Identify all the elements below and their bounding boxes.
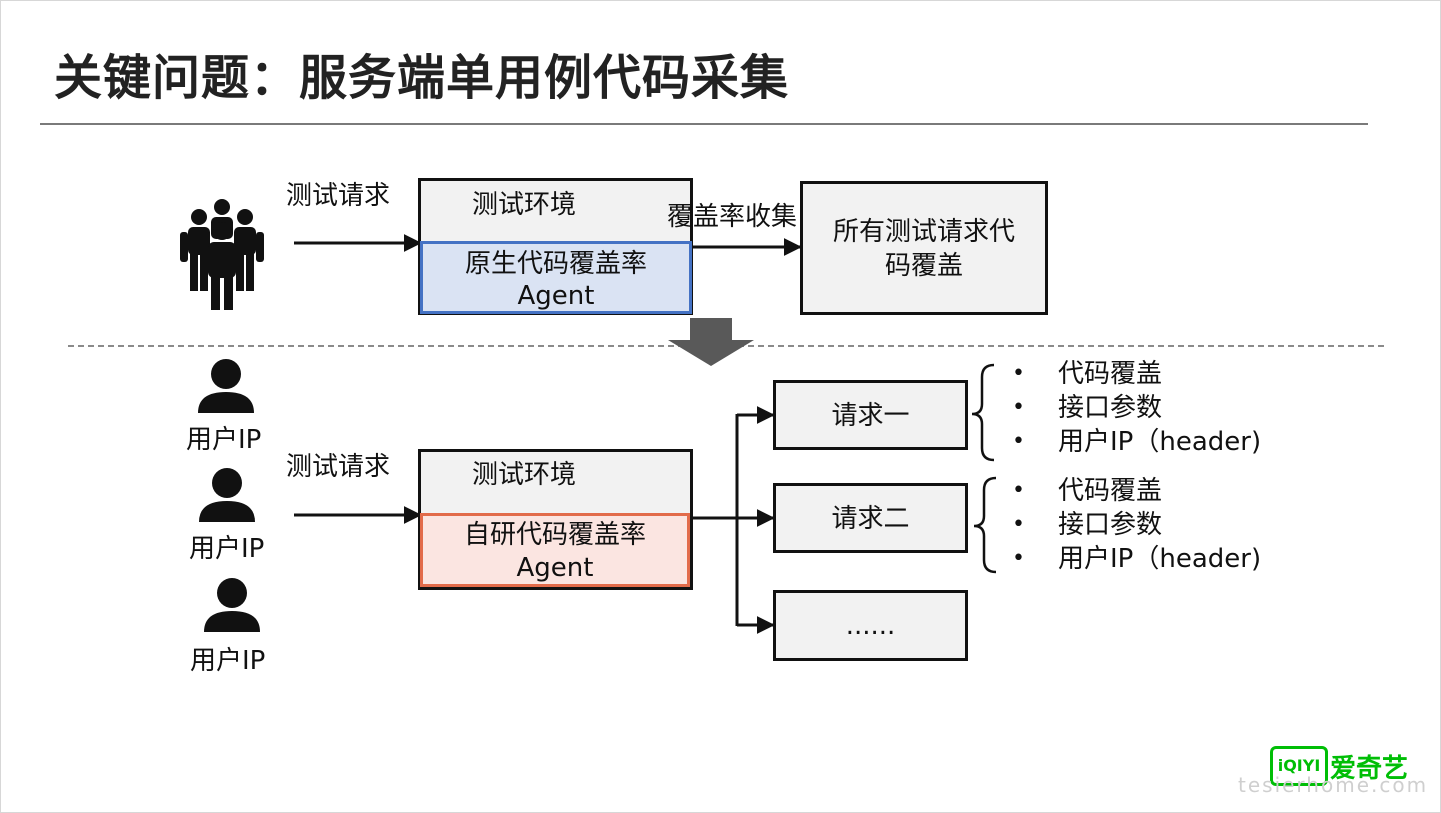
user-icon: [198, 359, 254, 413]
custom-agent-line2: Agent: [516, 553, 594, 583]
native-agent-box: [420, 241, 692, 314]
result-box: [800, 181, 1048, 315]
page-title: 关键问题：服务端单用例代码采集: [54, 50, 790, 106]
request-box: [773, 483, 968, 553]
list-item: 代码覆盖: [1010, 357, 1261, 391]
request-label: 请求二: [831, 504, 910, 534]
watermark: tesierhome.com: [1238, 773, 1429, 797]
bracket-icon: [971, 363, 995, 462]
request-box: [773, 380, 968, 450]
user-ip-label: 用户IP: [186, 425, 262, 455]
list-item: 代码覆盖: [1010, 474, 1261, 508]
iqiyi-logo-text: 爱奇艺: [1330, 754, 1409, 784]
iqiyi-logo-mark: iQIYI: [1270, 746, 1328, 786]
list-item: 用户IP（header): [1010, 425, 1261, 459]
request2-details: 代码覆盖 接口参数 用户IP（header): [1010, 474, 1261, 576]
down-arrow-icon: [668, 318, 754, 366]
bottom-env-label: 测试环境: [472, 460, 577, 490]
user-ip-label: 用户IP: [189, 534, 265, 564]
request1-details: 代码覆盖 接口参数 用户IP（header): [1010, 357, 1261, 459]
top-env-label: 测试环境: [472, 190, 577, 220]
group-people-icon: [180, 199, 264, 310]
request-label: ......: [845, 611, 896, 641]
custom-agent-line1: 自研代码覆盖率: [463, 520, 646, 550]
native-agent-line2: Agent: [517, 281, 595, 311]
user-icon: [199, 468, 255, 522]
title-divider: [40, 123, 1368, 125]
list-item: 用户IP（header): [1010, 542, 1261, 576]
request-label: 请求一: [831, 401, 910, 431]
user-ip-label: 用户IP: [190, 646, 266, 676]
bracket-icon: [973, 476, 997, 574]
result-line1: 所有测试请求代: [832, 217, 1015, 247]
request-box: [773, 590, 968, 661]
bottom-input-label: 测试请求: [286, 452, 391, 482]
user-icon: [204, 578, 260, 632]
collect-label: 覆盖率收集: [667, 202, 798, 232]
result-line2: 码覆盖: [884, 251, 963, 281]
native-agent-line1: 原生代码覆盖率: [464, 249, 647, 279]
list-item: 接口参数: [1010, 391, 1261, 425]
list-item: 接口参数: [1010, 508, 1261, 542]
custom-agent-box: [420, 513, 690, 587]
top-input-label: 测试请求: [286, 181, 391, 211]
